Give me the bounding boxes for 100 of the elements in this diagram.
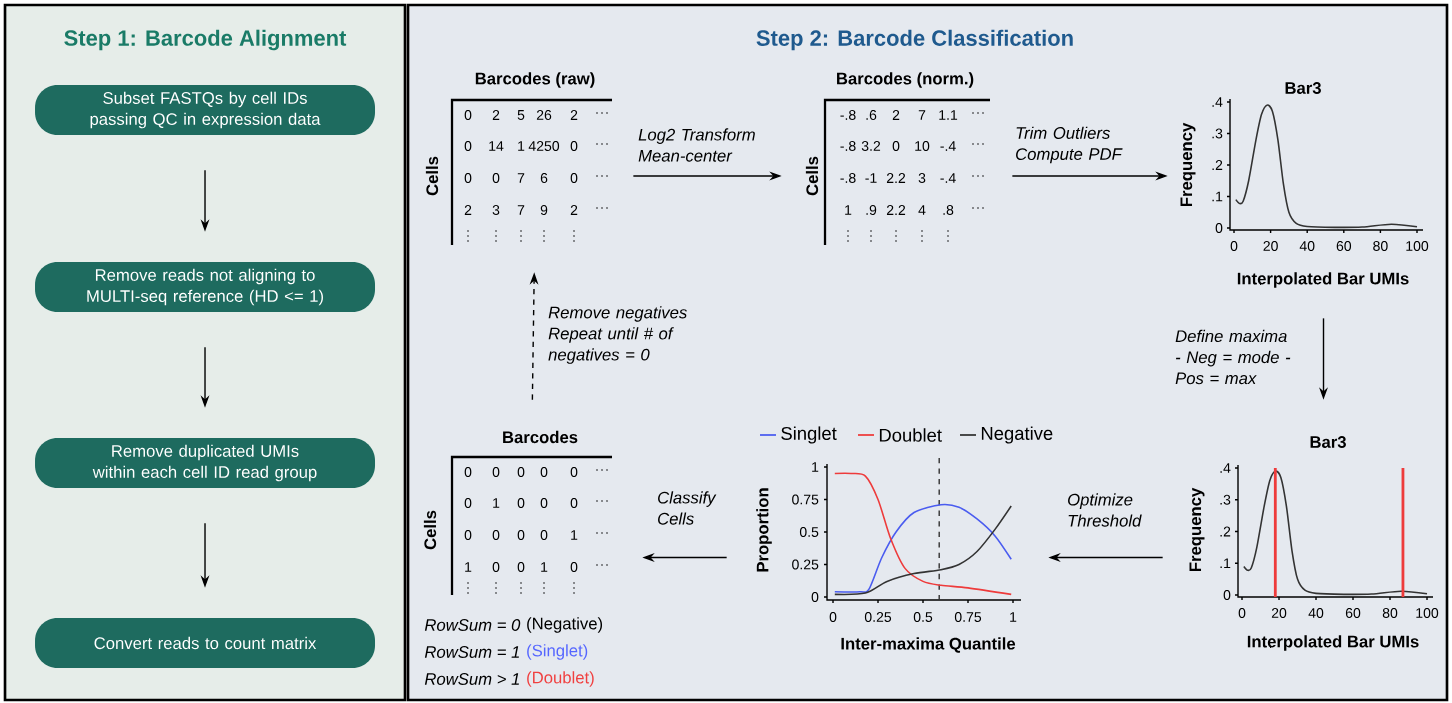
legend-item: Negative [959,426,1053,444]
matrix-cell: 0 [517,467,525,477]
tick-label: .4 [1212,97,1223,107]
matrix-cell: 2 [570,110,578,120]
edge-label: Remove negatives Repeat until # of negatives = 0 [548,306,687,364]
axis-label: Interpolated Bar UMIs [1247,635,1419,651]
tick-label: 60 [1345,608,1361,618]
tick-label: .3 [1220,494,1231,505]
matrix-cell: 1 [541,562,548,572]
edge-label: Trim Outliers Compute PDF [1016,126,1123,164]
tick-label: .2 [1212,160,1223,170]
matrix-cell: 7 [517,205,525,215]
panel-title: Step 2: Barcode Classification [756,29,1073,51]
rule-text: RowSum > 1 [424,673,519,685]
tick-label: .1 [1212,191,1223,202]
matrix-cell: 0 [517,562,525,572]
edge-label: Log2 Transform Mean-center [638,128,755,162]
tick-label: .4 [1220,463,1231,473]
process-box: Remove duplicated UMIs within each cell ID read group [35,438,375,488]
matrix-cell: 0 [570,141,578,151]
tick-label: 20 [1263,241,1278,251]
axis-label: Cells [805,156,819,196]
tick-label: 100 [1406,241,1429,251]
matrix-cell: 3 [492,205,500,215]
matrix-cell: 0 [464,530,472,540]
column-header: Barcodes (raw) [475,72,595,88]
matrix-cell: -.4 [940,173,956,183]
tick-label: 60 [1336,241,1352,251]
tick-label: 1 [812,462,819,472]
tick-label: .3 [1212,128,1223,139]
matrix-cell: .6 [866,110,877,120]
tick-label: 0.5 [913,612,933,622]
tick-label: .1 [1220,558,1231,569]
matrix-cell: 0 [570,562,578,572]
column-header: Barcodes [503,430,578,444]
tick-label: 40 [1299,241,1315,251]
matrix-cell: 0 [464,467,472,477]
matrix-cell: 5 [517,110,525,120]
matrix-cell: 0 [570,498,578,508]
matrix-cell: 0 [892,141,900,151]
axis-label: Frequency [1180,122,1196,207]
tick-label: .2 [1220,526,1231,537]
matrix-cell: 1 [493,498,500,508]
matrix-cell: -1 [865,173,877,183]
matrix-cell: 0 [517,498,525,508]
class-label: (Negative) [527,617,603,633]
matrix-cell: .8 [943,205,954,215]
class-label: (Doublet) [527,671,594,687]
matrix-cell: 14 [489,141,504,151]
tick-label: 40 [1308,608,1324,618]
matrix-cell: 2 [892,110,900,120]
matrix-cell: 1 [465,562,472,572]
matrix-cell: 0 [464,498,472,508]
matrix-cell: -.8 [840,141,856,151]
tick-label: 80 [1382,608,1398,618]
matrix-cell: 3 [918,173,926,183]
column-header: Barcodes (norm.) [837,72,974,88]
edge-label: Classify Cells [658,491,717,525]
matrix-cell: 0 [464,141,472,151]
tick-label: 80 [1373,241,1388,251]
matrix-cell: 2.2 [886,173,906,183]
tick-label: 0 [1215,223,1223,233]
class-label: (Singlet) [527,644,588,660]
matrix-cell: -.8 [840,173,856,183]
rule-text: RowSum = 0 [424,619,521,631]
process-box: Remove reads not aligning to MULTI-seq reference (HD <= 1) [35,262,375,312]
matrix-cell: 4250 [528,141,560,151]
axis-label: Cells [423,510,437,550]
process-box: Convert reads to count matrix [35,618,375,668]
matrix-cell: 1 [571,530,578,540]
axis-label: Interpolated Bar UMIs [1237,272,1409,288]
edge-label: Define maxima - Neg = mode - Pos = max [1175,329,1291,385]
matrix-cell: 7 [918,110,926,120]
legend-item: Singlet [759,426,837,444]
chart-title: Bar3 [1310,436,1346,448]
matrix-cell: 2 [464,205,472,215]
matrix-cell: 6 [540,173,548,183]
tick-label: 0 [829,612,837,622]
matrix-cell: 1 [518,141,525,151]
matrix-cell: -.4 [940,141,956,151]
matrix-cell: 0 [540,467,548,477]
tick-label: 100 [1416,608,1439,618]
matrix-cell: .9 [866,205,877,215]
tick-label: 0.25 [792,559,819,570]
matrix-cell: 0 [492,173,500,183]
axis-label: Proportion [756,488,772,572]
matrix-cell: 0 [570,173,578,183]
axis-label: Cells [425,156,439,196]
matrix-cell: 1.1 [939,110,958,120]
matrix-cell: 9 [540,205,548,215]
matrix-cell: 2 [492,110,500,120]
matrix-cell: 10 [915,141,930,151]
tick-label: 0.5 [799,527,819,537]
matrix-cell: 1 [845,205,852,215]
tick-label: 0.75 [792,494,819,505]
matrix-cell: -.8 [840,110,856,120]
panel-title: Step 1: Barcode Alignment [64,29,347,51]
chart-title: Bar3 [1285,82,1321,94]
matrix-cell: 2 [570,205,578,215]
tick-label: 0 [1223,590,1231,600]
